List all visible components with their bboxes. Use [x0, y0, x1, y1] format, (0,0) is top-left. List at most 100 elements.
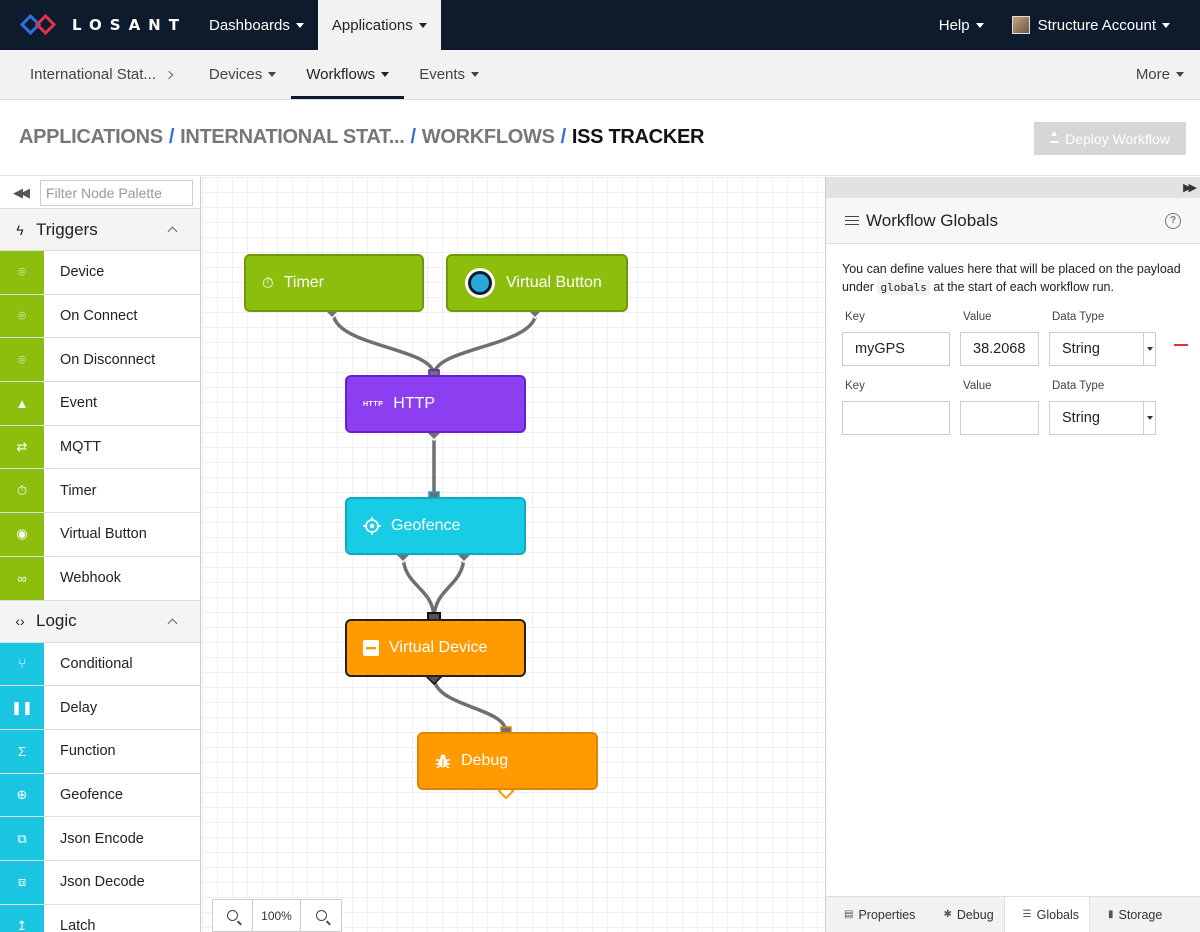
- global-data-type-select[interactable]: String: [1049, 401, 1156, 435]
- palette-item-json-encode[interactable]: ⧉Json Encode: [0, 817, 200, 861]
- global-data-type-value: String: [1062, 410, 1100, 426]
- subnav-more-label: More: [1135, 66, 1170, 83]
- subnav-application[interactable]: International Stat...: [0, 50, 194, 99]
- tab-debug[interactable]: ✱Debug: [925, 897, 1003, 932]
- avatar: [1011, 16, 1030, 34]
- breadcrumb-workflows[interactable]: WORKFLOWS: [421, 126, 555, 148]
- workflow-globals-panel: ▶▶ Workflow Globals ? You can define val…: [825, 177, 1200, 932]
- tab-storage-label: Storage: [1118, 907, 1163, 922]
- nav-help[interactable]: Help: [925, 0, 998, 50]
- nav-account[interactable]: Structure Account: [998, 0, 1200, 50]
- subnav-more[interactable]: More: [1121, 50, 1200, 99]
- palette-item-timer[interactable]: ⏱Timer: [0, 469, 200, 514]
- global-row: Key Value Data Type String: [842, 305, 1200, 374]
- node-palette: ◀◀ ϟ Triggers ⌾Device ⌾On Connect ⌾On Di…: [0, 177, 201, 932]
- workflow-canvas[interactable]: ⏱ Timer Virtual Button HTTP HTTP Geofenc…: [202, 177, 825, 932]
- node-virtual-button[interactable]: Virtual Button: [446, 254, 628, 312]
- caret-down-icon: [268, 72, 277, 77]
- node-http[interactable]: HTTP HTTP: [345, 375, 526, 433]
- palette-item-label: Timer: [60, 482, 97, 499]
- nav-applications[interactable]: Applications: [317, 0, 441, 50]
- global-value-input[interactable]: [960, 332, 1039, 366]
- palette-item-virtual-button[interactable]: ◉Virtual Button: [0, 513, 200, 557]
- logic-section-header[interactable]: ‹› Logic: [0, 600, 200, 643]
- storage-icon: ▮: [1108, 909, 1114, 920]
- caret-down-icon: [471, 72, 480, 77]
- tab-storage[interactable]: ▮ Storage: [1090, 897, 1172, 932]
- help-icon[interactable]: ?: [1165, 212, 1181, 229]
- panel-header: Workflow Globals ?: [826, 198, 1200, 244]
- node-debug[interactable]: Debug: [417, 732, 598, 790]
- tab-properties-label: Properties: [858, 907, 916, 922]
- subnav-devices[interactable]: Devices: [194, 50, 291, 99]
- wire-button-http: [432, 310, 538, 377]
- lightning-icon: ϟ: [16, 221, 24, 238]
- palette-item-mqtt[interactable]: ⇄MQTT: [0, 425, 200, 470]
- subnav-workflows[interactable]: Workflows: [291, 50, 405, 99]
- globals-code: globals: [877, 280, 930, 295]
- subnav-application-label: International Stat...: [30, 66, 156, 83]
- tab-globals[interactable]: ☰Globals: [1003, 897, 1091, 932]
- palette-item-on-connect[interactable]: ⌾On Connect: [0, 294, 200, 339]
- tab-properties[interactable]: ▤Properties: [826, 897, 925, 932]
- palette-item-conditional[interactable]: ⑂Conditional: [0, 642, 200, 687]
- wire-geofence-vdevice-2: [432, 553, 466, 621]
- palette-item-delay[interactable]: ❚❚Delay: [0, 686, 200, 730]
- chevron-up-icon: [167, 618, 178, 628]
- breadcrumb-separator: /: [410, 126, 417, 148]
- zoom-out-button[interactable]: [213, 900, 253, 931]
- node-timer[interactable]: ⏱ Timer: [244, 254, 424, 312]
- node-geofence[interactable]: Geofence: [345, 497, 526, 555]
- palette-item-on-disconnect[interactable]: ⌾On Disconnect: [0, 338, 200, 383]
- global-data-type-value: String: [1062, 341, 1100, 357]
- remove-row-icon[interactable]: [1174, 344, 1188, 346]
- global-key-input[interactable]: [842, 332, 950, 366]
- global-data-type-select[interactable]: String: [1049, 332, 1156, 366]
- triggers-section-header[interactable]: ϟ Triggers: [0, 209, 200, 251]
- palette-item-label: On Connect: [60, 308, 138, 325]
- palette-item-json-decode[interactable]: ⧈Json Decode: [0, 860, 200, 905]
- nav-dashboards[interactable]: Dashboards: [195, 0, 318, 50]
- panel-tabs: ▤Properties ✱Debug ☰Globals ▮ Storage: [826, 896, 1200, 932]
- deploy-workflow-button[interactable]: Deploy Workflow: [1034, 122, 1186, 155]
- palette-item-label: Conditional: [60, 655, 133, 672]
- caret-down-icon: [1162, 22, 1170, 28]
- node-virtual-device[interactable]: Virtual Device: [345, 619, 526, 677]
- wire-geofence-vdevice-1: [401, 553, 436, 621]
- zoom-controls: 100%: [212, 899, 342, 932]
- palette-item-label: Function: [60, 743, 116, 760]
- exchange-icon: ⇄: [0, 425, 44, 469]
- global-value-input[interactable]: [960, 401, 1039, 435]
- global-key-input[interactable]: [842, 401, 950, 435]
- select-arrow-icon: [1143, 333, 1155, 365]
- collapse-panel-icon[interactable]: ▶▶: [826, 177, 1200, 198]
- subnav-events[interactable]: Events: [404, 50, 494, 99]
- collapse-palette-icon[interactable]: ◀◀: [13, 184, 30, 200]
- palette-item-event[interactable]: ▲Event: [0, 382, 200, 426]
- node-virtual-button-label: Virtual Button: [506, 274, 602, 291]
- caret-down-icon: [381, 72, 390, 77]
- globals-description-text: You can define values here that will be …: [842, 262, 1181, 294]
- caret-down-icon: [975, 22, 984, 28]
- subnav-workflows-label: Workflows: [306, 66, 376, 83]
- breadcrumb-applications[interactable]: APPLICATIONS: [19, 126, 163, 148]
- palette-item-device[interactable]: ⌾Device: [0, 251, 200, 295]
- value-label: Value: [963, 380, 992, 392]
- logo[interactable]: LOSANT: [0, 0, 195, 50]
- palette-toolbar: ◀◀: [0, 177, 200, 209]
- subnav-events-label: Events: [419, 66, 466, 83]
- losant-logo-icon: [19, 13, 60, 36]
- upload-icon: [1050, 131, 1060, 143]
- bug-icon: ✱: [943, 909, 952, 920]
- breadcrumb-application[interactable]: INTERNATIONAL STAT...: [180, 126, 405, 148]
- palette-item-geofence[interactable]: ⊕Geofence: [0, 773, 200, 818]
- chip-icon: ⌾: [0, 251, 44, 294]
- breadcrumb-bar: APPLICATIONS/INTERNATIONAL STAT.../WORKF…: [0, 100, 1200, 176]
- filter-node-palette-input[interactable]: [40, 179, 193, 206]
- panel-title: Workflow Globals: [866, 210, 998, 230]
- palette-item-latch[interactable]: ↥Latch: [0, 904, 200, 932]
- palette-item-webhook[interactable]: ∞Webhook: [0, 556, 200, 601]
- crosshair-icon: [363, 517, 381, 535]
- zoom-in-button[interactable]: [301, 900, 341, 931]
